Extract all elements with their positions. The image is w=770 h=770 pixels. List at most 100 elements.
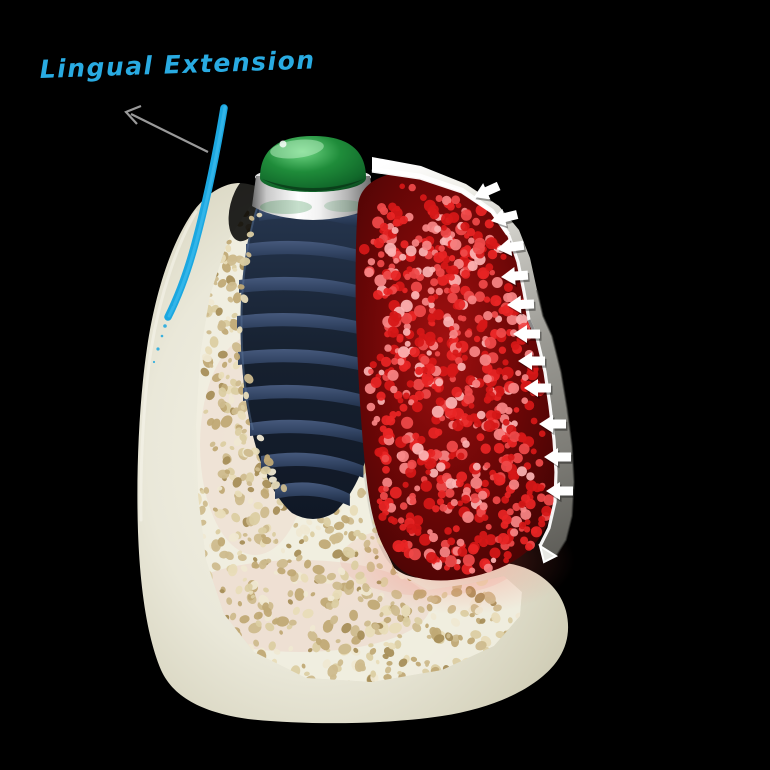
- bone-granule: [215, 530, 221, 534]
- graft-granule: [364, 267, 374, 278]
- bone-granule: [402, 616, 411, 627]
- bone-granule: [397, 614, 404, 623]
- bone-granule: [331, 599, 340, 609]
- graft-granule: [452, 419, 464, 432]
- graft-granule: [429, 266, 436, 273]
- bone-granule: [349, 609, 359, 621]
- bone-granule: [236, 326, 243, 334]
- graft-granule: [525, 498, 536, 510]
- graft-granule: [466, 414, 473, 421]
- bone-granule: [268, 641, 276, 651]
- graft-granule: [428, 532, 439, 543]
- bone-granule: [208, 363, 214, 368]
- implant-thread-fin: [243, 384, 381, 413]
- bone-granule: [261, 534, 266, 539]
- graft-granule: [463, 393, 475, 405]
- bone-granule: [315, 525, 321, 531]
- bone-granule: [368, 628, 373, 634]
- graft-granule: [509, 431, 520, 443]
- bone-granule: [318, 539, 331, 550]
- bone-granule: [279, 630, 283, 635]
- graft-granule: [508, 479, 520, 490]
- graft-granule: [518, 434, 527, 443]
- graft-granule: [502, 359, 509, 366]
- bone-granule: [264, 454, 271, 462]
- graft-granule: [470, 477, 483, 489]
- bone-granule: [220, 415, 233, 428]
- bone-granule: [370, 670, 377, 678]
- graft-granule: [412, 401, 423, 413]
- bone-granule: [401, 604, 411, 618]
- graft-granule: [414, 390, 425, 401]
- graft-granule: [483, 563, 493, 573]
- graft-granule: [497, 533, 510, 545]
- graft-granule: [381, 356, 392, 367]
- bone-granule: [326, 572, 337, 581]
- graft-granule: [464, 233, 470, 239]
- bone-granule: [241, 428, 247, 434]
- bone-granule: [235, 380, 242, 387]
- bone-granule: [217, 537, 226, 547]
- graft-granule: [423, 199, 436, 212]
- graft-granule: [397, 450, 409, 462]
- bone-granule: [215, 307, 223, 316]
- graft-granule: [454, 299, 466, 310]
- bone-granule: [276, 616, 289, 627]
- bone-granule: [337, 567, 346, 576]
- bone-granule: [386, 660, 393, 666]
- graft-granule: [390, 517, 398, 525]
- bone-granule: [325, 602, 333, 610]
- graft-granule: [457, 500, 463, 507]
- bone-granule: [273, 649, 281, 655]
- graft-granule: [482, 363, 493, 374]
- graft-granule: [399, 215, 409, 225]
- graft-granule: [435, 195, 443, 202]
- bone-granule: [343, 531, 348, 536]
- bone-granule: [226, 239, 232, 245]
- bone-granule: [262, 602, 269, 611]
- graft-granule: [449, 255, 456, 261]
- bone-granule: [260, 488, 270, 499]
- graft-granule: [383, 270, 392, 280]
- bone-granule: [253, 639, 260, 647]
- graft-granule: [443, 287, 450, 294]
- graft-granule: [485, 391, 496, 402]
- bone-granule: [398, 658, 408, 667]
- graft-granule: [516, 466, 528, 477]
- bone-granule: [237, 550, 243, 556]
- leader-arrowhead: [124, 104, 142, 125]
- graft-granule: [402, 481, 409, 488]
- graft-granule: [379, 492, 388, 500]
- graft-granule: [433, 252, 445, 263]
- bone-granule: [294, 588, 305, 601]
- graft-granule: [371, 420, 378, 426]
- graft-granule: [403, 323, 411, 331]
- implant-thread-fin: [250, 419, 375, 447]
- bone-granule: [330, 615, 339, 625]
- bone-granule: [270, 481, 281, 490]
- graft-granule: [437, 490, 446, 499]
- bone-granule: [260, 466, 271, 475]
- graft-granule: [429, 209, 440, 220]
- graft-granule: [399, 253, 407, 261]
- bone-granule: [207, 299, 215, 306]
- bone-granule: [239, 257, 251, 266]
- bone-granule: [253, 501, 263, 510]
- bone-granule: [219, 589, 225, 594]
- graft-granule: [419, 533, 432, 546]
- bone-granule: [218, 387, 227, 398]
- bone-granule: [277, 567, 286, 575]
- graft-granule: [391, 227, 399, 234]
- graft-granule: [478, 320, 488, 330]
- graft-granule: [451, 195, 461, 205]
- bone-granule: [280, 484, 288, 493]
- bone-granule: [244, 583, 253, 592]
- graft-granule: [490, 295, 502, 307]
- graft-granule: [457, 362, 466, 372]
- graft-granule: [418, 450, 429, 461]
- membrane-outer-shadow-edge: [536, 289, 575, 557]
- bone-granule: [228, 533, 240, 542]
- graft-granule: [409, 492, 416, 500]
- graft-granule: [408, 183, 416, 192]
